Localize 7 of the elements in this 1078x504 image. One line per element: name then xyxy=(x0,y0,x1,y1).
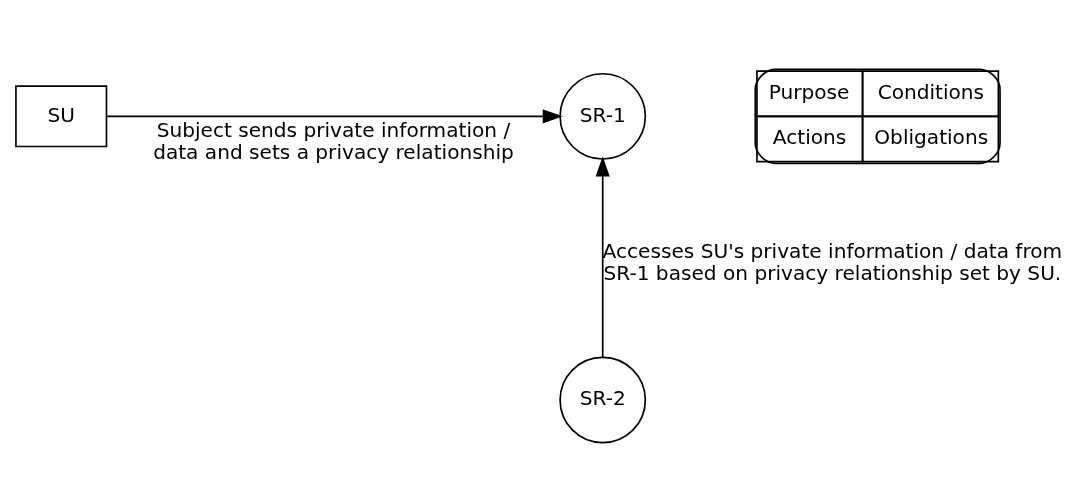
node-circle: SR-1 xyxy=(559,72,647,160)
arrow xyxy=(106,108,563,123)
node-box: SU xyxy=(15,84,108,147)
edge-label: Accesses SU's private information / data from SR-1 based on privacy relationship set by SU. xyxy=(602,238,1063,285)
node-circle: SR-2 xyxy=(559,356,647,443)
arrow xyxy=(595,155,610,358)
edge-label: Subject sends private information / data and sets a privacy relationship xyxy=(153,117,514,164)
